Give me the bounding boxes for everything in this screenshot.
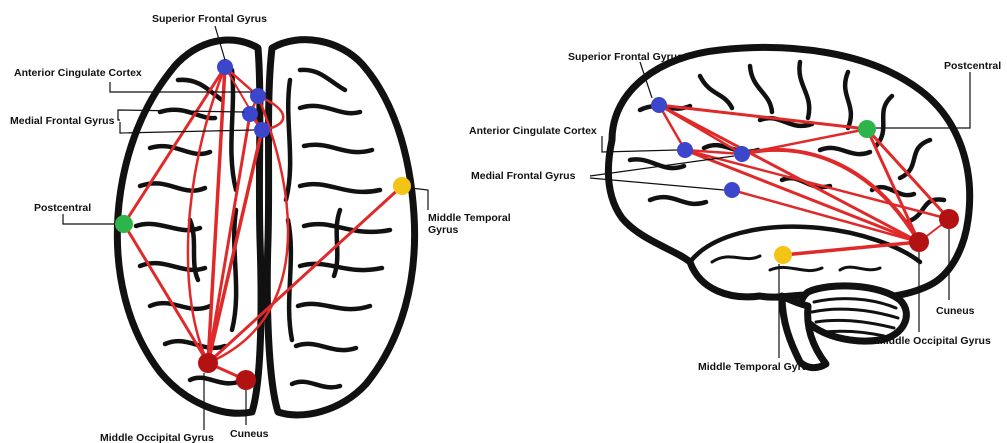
top-label-postcentral: Postcentral — [34, 202, 91, 214]
side-node-middle-temporal — [774, 246, 792, 264]
top-node-middle-occipital — [198, 353, 218, 373]
side-label-postcentral: Postcentral — [944, 60, 1001, 72]
side-node-postcentral — [858, 120, 876, 138]
top-label-middle-temporal-2: Gyrus — [428, 224, 459, 236]
top-label-middle-occipital: Middle Occipital Gyrus — [100, 432, 214, 443]
top-node-superior-frontal — [217, 59, 233, 75]
top-node-medial-frontal-b — [254, 122, 270, 138]
side-node-anterior-cingulate — [677, 142, 693, 158]
top-node-postcentral — [115, 215, 133, 233]
top-label-middle-temporal-1: Middle Temporal — [428, 212, 511, 224]
side-view-brain — [608, 47, 969, 367]
side-node-cuneus — [939, 209, 959, 229]
top-label-anterior-cingulate: Anterior Cingulate Cortex — [14, 67, 142, 79]
side-label-cuneus: Cuneus — [936, 305, 975, 317]
side-label-medial-frontal: Medial Frontal Gyrus — [471, 170, 576, 182]
side-label-middle-occipital: Middle Occipital Gyrus — [877, 335, 991, 347]
top-node-anterior-cingulate — [250, 88, 266, 104]
side-label-middle-temporal: Middle Temporal Gyrus — [698, 361, 814, 373]
side-node-medial-frontal-b — [724, 182, 740, 198]
top-node-medial-frontal-a — [242, 106, 258, 122]
top-label-medial-frontal: Medial Frontal Gyrus — [10, 115, 115, 127]
side-node-superior-frontal — [651, 97, 667, 113]
side-label-superior-frontal: Superior Frontal Gyrus — [568, 51, 683, 63]
side-node-medial-frontal-a — [734, 146, 750, 162]
top-label-superior-frontal: Superior Frontal Gyrus — [152, 13, 267, 25]
side-label-anterior-cingulate: Anterior Cingulate Cortex — [469, 125, 597, 137]
top-node-middle-temporal — [393, 177, 411, 195]
side-node-middle-occipital — [909, 232, 929, 252]
top-label-cuneus: Cuneus — [230, 428, 269, 440]
top-node-cuneus — [236, 370, 256, 390]
